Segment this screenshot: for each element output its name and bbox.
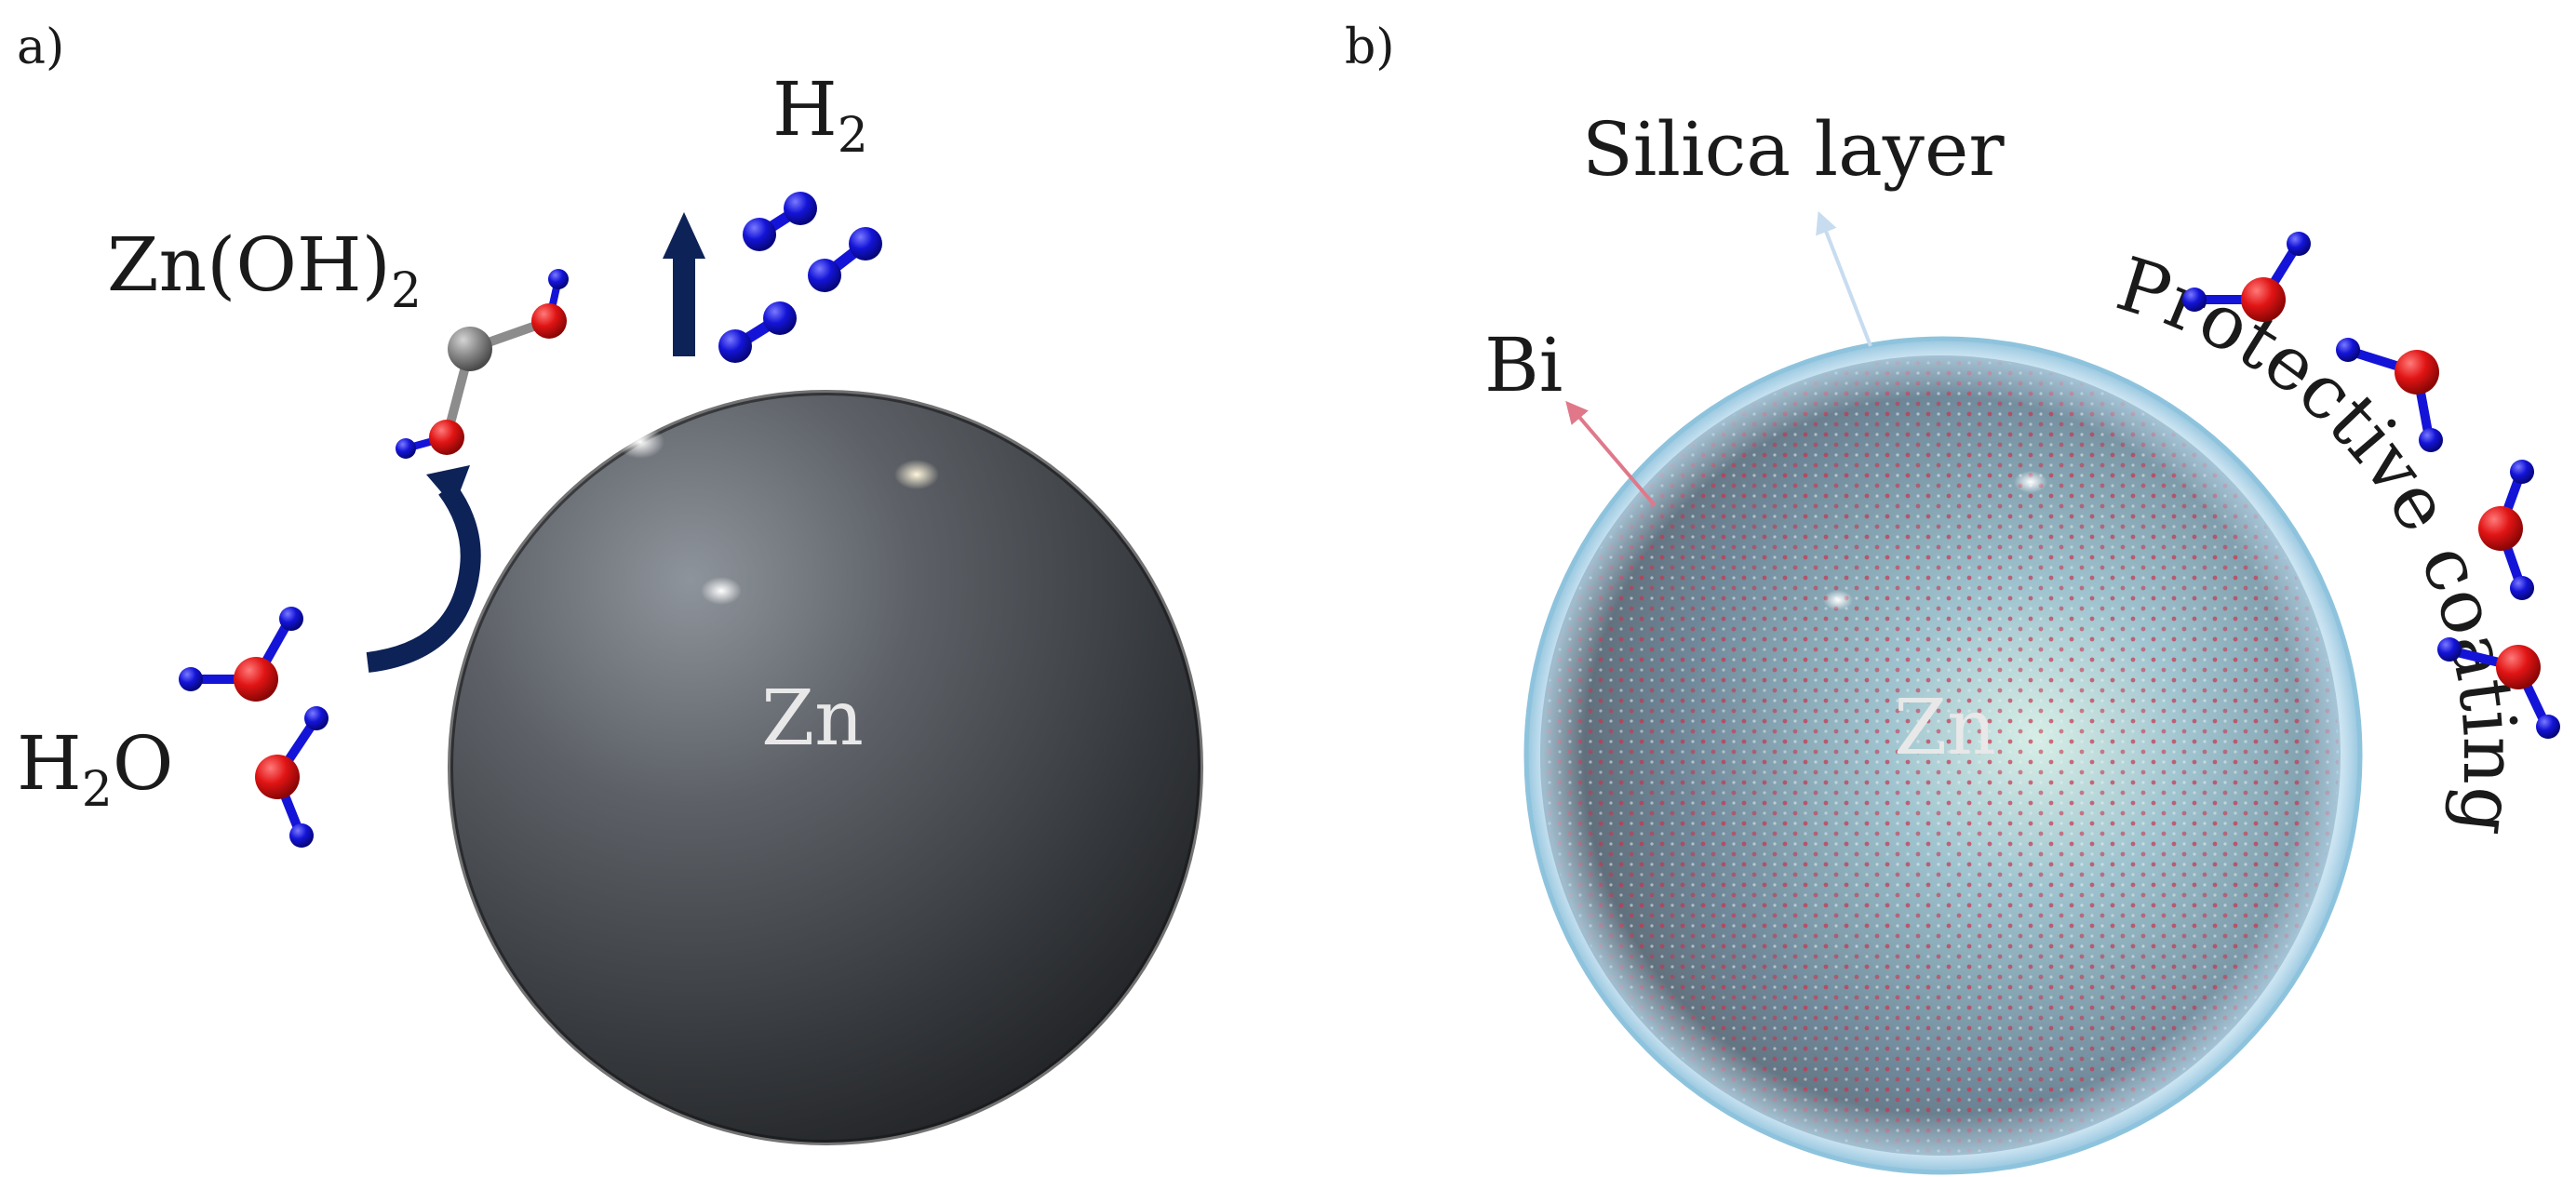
- panel-b-label: b): [1345, 20, 1395, 75]
- h2o-molecule: [2478, 460, 2534, 600]
- sphere-highlight: [1823, 590, 1853, 610]
- sphere-highlight: [2014, 471, 2047, 493]
- h2o-molecule: [255, 706, 329, 848]
- panel-a-label: a): [17, 20, 64, 75]
- h2o-label-o: O: [113, 720, 174, 807]
- h2o-molecule: [2336, 338, 2443, 452]
- znoh2-label: Zn(OH)2: [107, 221, 422, 319]
- znoh2-label-sub: 2: [391, 263, 422, 319]
- zn-sphere-a-label: Zn: [761, 675, 864, 763]
- h2o-label-h: H: [17, 720, 82, 807]
- h2-molecule: [718, 301, 797, 363]
- coated-zn-sphere: [1523, 336, 2363, 1175]
- curved-arrow: [366, 465, 481, 673]
- zn-sphere-b-label: Zn: [1894, 684, 1996, 772]
- panel-b: b) Zn Silica layer Bi Protective coating: [1345, 20, 2560, 1175]
- up-arrow: [663, 212, 705, 356]
- znoh2-label-main: Zn(OH): [107, 221, 391, 308]
- zn-sphere-a: [448, 390, 1203, 1145]
- silica-layer-label: Silica layer: [1582, 106, 2005, 193]
- bi-arrow: [1565, 400, 1657, 507]
- h2-label: H2: [772, 66, 868, 164]
- h2o-molecule: [179, 607, 303, 702]
- h2-molecule: [808, 227, 882, 292]
- panel-a: a) Zn H2 Zn(OH)2: [17, 20, 1203, 1145]
- h2-molecule: [743, 192, 817, 251]
- sphere-highlight: [616, 425, 664, 459]
- h2o-molecule: [2437, 637, 2560, 739]
- bi-label: Bi: [1484, 322, 1563, 408]
- znoh2-molecule: [396, 269, 569, 459]
- sphere-highlight: [894, 460, 939, 489]
- sphere-highlight: [701, 577, 742, 605]
- h2o-label-sub: 2: [82, 762, 113, 818]
- h2o-label: H2O: [17, 720, 173, 818]
- h2-label-h: H: [772, 66, 838, 153]
- h2-label-sub: 2: [838, 108, 868, 164]
- h2o-molecule: [2182, 232, 2311, 322]
- silica-arrow: [1816, 210, 1872, 347]
